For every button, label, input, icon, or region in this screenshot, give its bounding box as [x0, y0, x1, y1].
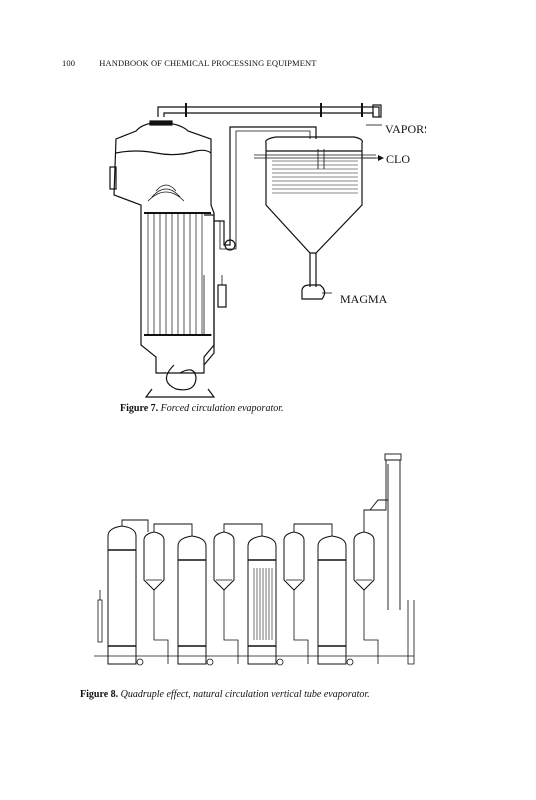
crystallizer — [254, 136, 376, 300]
running-header: 100 HANDBOOK OF CHEMICAL PROCESSING EQUI… — [62, 58, 317, 68]
effect-bodies — [107, 525, 347, 665]
label-clo: CLO — [386, 152, 410, 166]
flow-arrows — [362, 124, 384, 161]
figure-8-drawing — [94, 453, 415, 666]
running-title: HANDBOOK OF CHEMICAL PROCESSING EQUIPMEN… — [99, 58, 317, 68]
tube-bundle — [253, 568, 273, 640]
figure-7-caption-text: Forced circulation evaporator. — [160, 403, 284, 414]
label-vapors: VAPORS — [385, 122, 426, 136]
liquor-lines — [94, 590, 415, 666]
vapor-lines — [121, 453, 402, 610]
transfer-pipe — [203, 126, 317, 336]
page-number: 100 — [62, 58, 76, 68]
figure-8-caption: Figure 8. Quadruple effect, natural circ… — [80, 689, 370, 700]
label-magma: MAGMA — [340, 292, 388, 306]
vapor-pipe — [157, 103, 382, 118]
figure-7-label: Figure 7. — [120, 403, 159, 414]
figure-8-label: Figure 8. — [80, 689, 119, 700]
evaporator-body — [109, 120, 216, 398]
figure-8-caption-text: Quadruple effect, natural circulation ve… — [120, 689, 370, 700]
vapor-separators — [143, 531, 375, 591]
figure-7-drawing: VAPORS CLO MAGMA — [109, 103, 426, 398]
figure-7-caption: Figure 7. Forced circulation evaporator. — [120, 403, 284, 414]
